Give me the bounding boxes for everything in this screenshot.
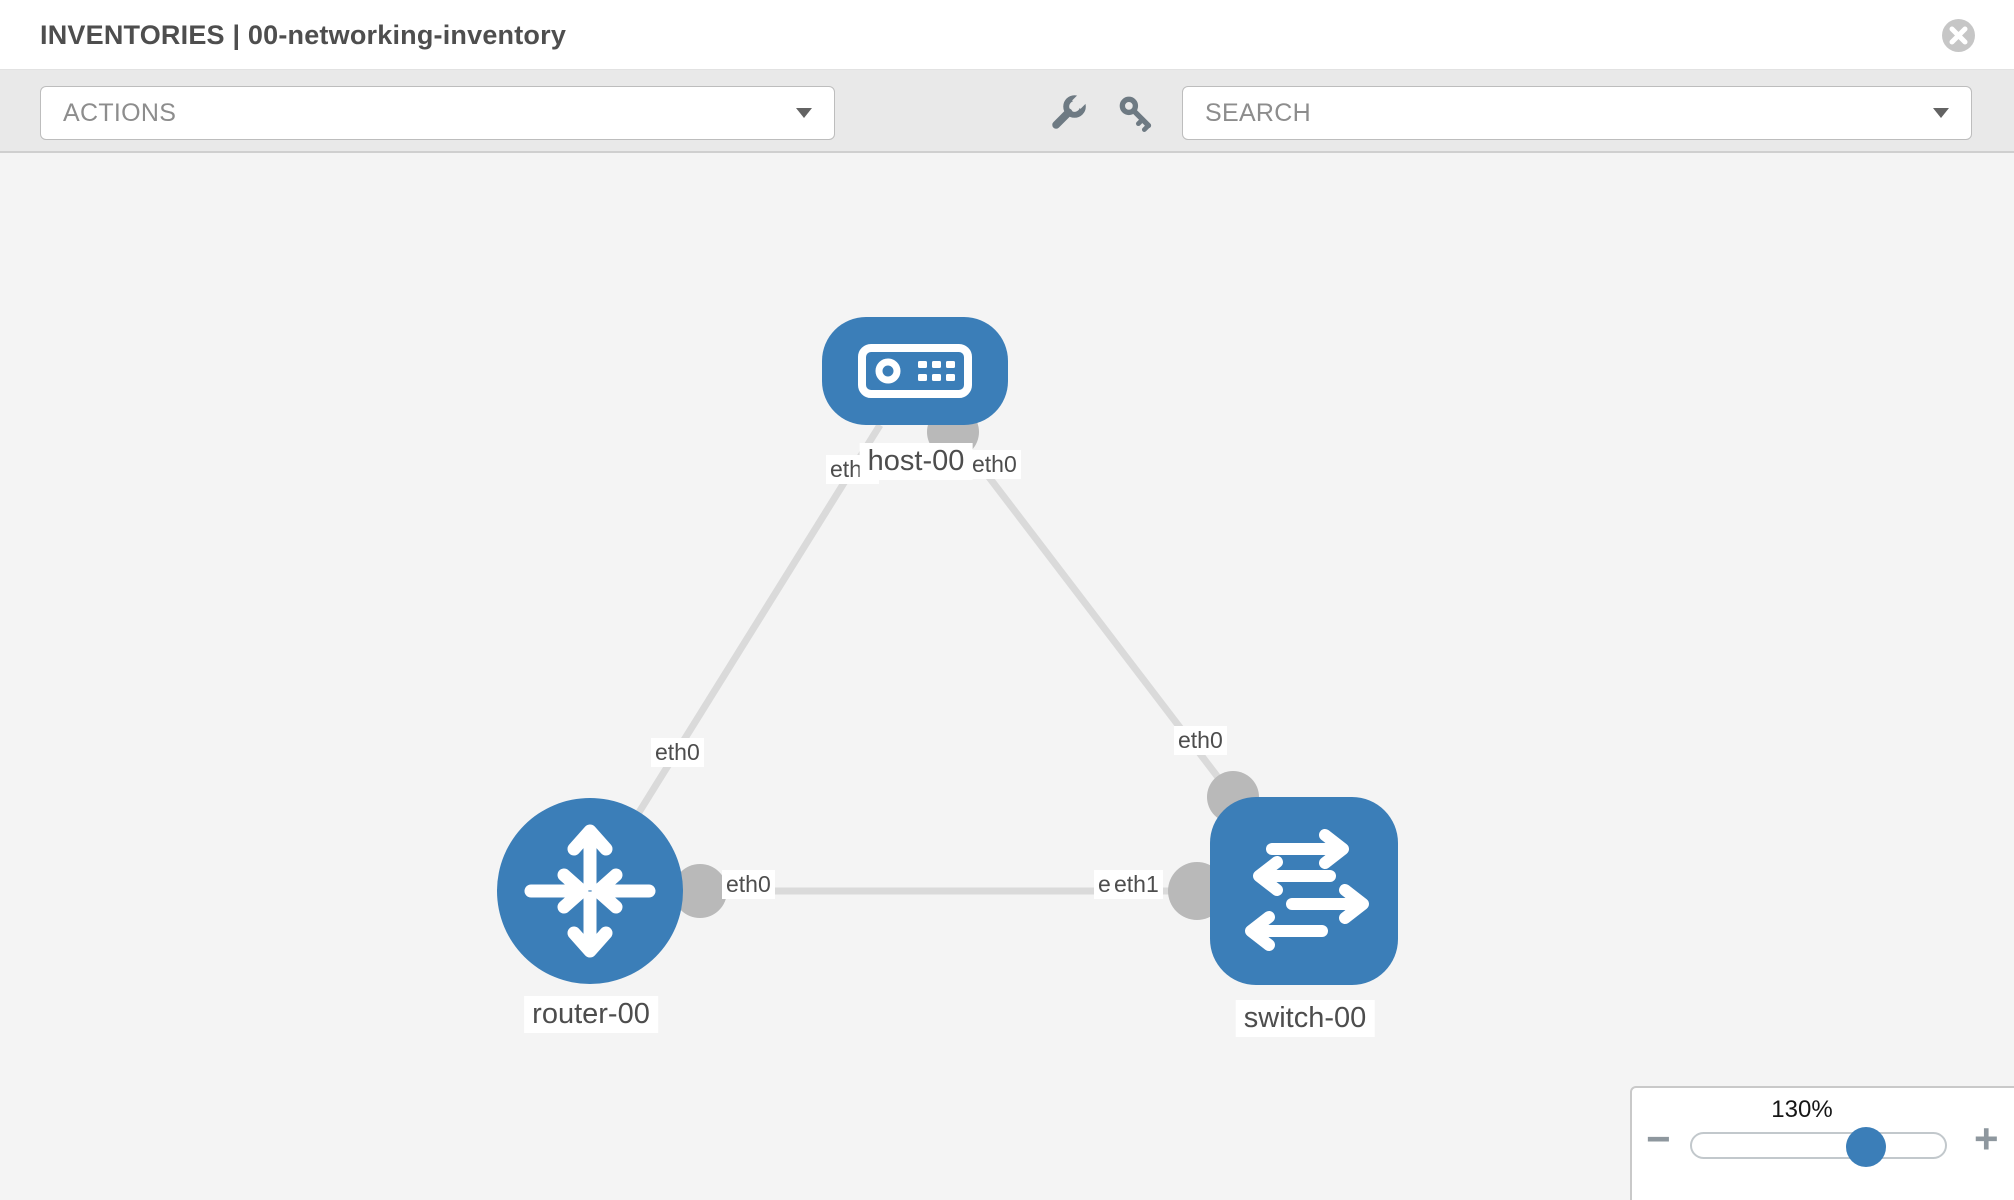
interface-label-eth0: eth0 bbox=[968, 450, 1021, 479]
zoom-in-button[interactable]: + bbox=[1974, 1115, 1999, 1162]
node-switch-00[interactable] bbox=[1210, 797, 1398, 985]
port-router-eth0[interactable] bbox=[673, 864, 727, 918]
node-label-router-00: router-00 bbox=[524, 996, 658, 1033]
interface-label-eth0: eth0 bbox=[722, 870, 775, 899]
host-icon bbox=[858, 344, 972, 398]
zoom-slider-track[interactable] bbox=[1690, 1127, 1947, 1167]
interface-label-eth0: eth0 bbox=[1174, 726, 1227, 755]
actions-dropdown[interactable]: ACTIONS bbox=[40, 86, 835, 140]
zoom-slider-thumb[interactable] bbox=[1846, 1127, 1886, 1167]
chevron-down-icon bbox=[796, 108, 812, 118]
close-button[interactable] bbox=[1941, 18, 1976, 53]
links-layer bbox=[587, 406, 1280, 920]
key-icon bbox=[1119, 96, 1152, 132]
switch-icon bbox=[1245, 829, 1369, 951]
search-dropdown[interactable]: SEARCH bbox=[1182, 86, 1972, 140]
interface-label-eth1: eth1 bbox=[1110, 870, 1163, 899]
node-router-00[interactable] bbox=[497, 798, 683, 984]
router-icon bbox=[524, 824, 656, 958]
wrench-icon bbox=[1052, 90, 1091, 129]
toolbar: ACTIONS SEARCH bbox=[0, 70, 2014, 153]
node-label-switch-00: switch-00 bbox=[1235, 1000, 1375, 1037]
zoom-percent-value: 130% bbox=[1771, 1096, 1833, 1123]
actions-dropdown-label: ACTIONS bbox=[63, 98, 177, 127]
configure-button[interactable] bbox=[1048, 90, 1091, 134]
search-dropdown-label: SEARCH bbox=[1205, 98, 1311, 127]
interface-label-eth0: eth0 bbox=[651, 738, 704, 767]
page-title: INVENTORIES | 00-networking-inventory bbox=[40, 20, 567, 50]
credentials-button[interactable] bbox=[1116, 94, 1156, 134]
topology-canvas[interactable]: eth0 eth0 eth0 eth0 eth0 eth0 eth1 bbox=[0, 153, 2014, 1200]
close-icon bbox=[1942, 19, 1975, 52]
zoom-out-button[interactable]: − bbox=[1646, 1115, 1671, 1162]
node-label-host-00: host-00 bbox=[859, 443, 973, 480]
chevron-down-icon bbox=[1933, 108, 1949, 118]
node-host-00[interactable] bbox=[822, 317, 1008, 425]
header-bar: INVENTORIES | 00-networking-inventory bbox=[0, 0, 2014, 70]
zoom-control-panel: 130% − + bbox=[1630, 1086, 2014, 1200]
